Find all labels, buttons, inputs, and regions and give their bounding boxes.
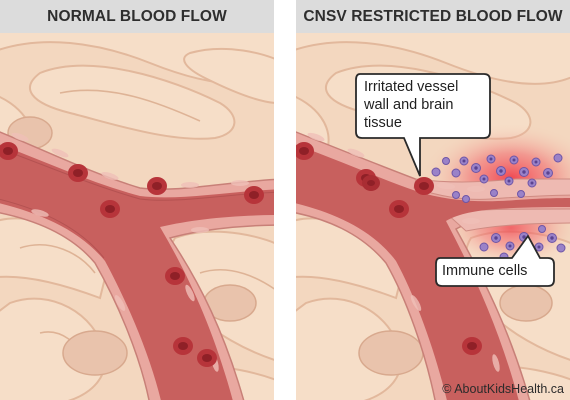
blood-lumen (296, 144, 570, 400)
callout-immune-bubble (435, 234, 555, 287)
callout-irritated-label: Irritated vessel wall and brain tissue (364, 79, 459, 131)
callout-immune-label: Immune cells (442, 263, 528, 279)
callout-irritated-bubble (355, 73, 491, 177)
blood-lumen (0, 144, 274, 400)
red-blood-cells (0, 142, 264, 367)
restricted-flow-title: CNSV RESTRICTED BLOOD FLOW (296, 0, 570, 33)
normal-flow-title: NORMAL BLOOD FLOW (0, 0, 274, 33)
nucleus (62, 330, 128, 376)
red-blood-cells (296, 142, 482, 355)
normal-flow-illustration (0, 33, 274, 400)
restricted-flow-panel: CNSV RESTRICTED BLOOD FLOW (296, 0, 570, 400)
tissue-cells (0, 33, 274, 400)
normal-flow-panel: NORMAL BLOOD FLOW (0, 0, 274, 400)
copyright-credit: © AboutKidsHealth.ca (442, 382, 564, 396)
restricted-flow-illustration (296, 33, 570, 400)
